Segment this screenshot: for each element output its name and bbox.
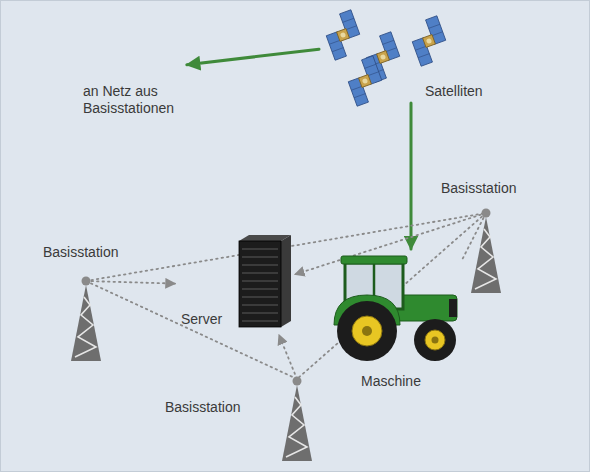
tractor	[334, 256, 457, 361]
base-station: Basisstation	[39, 241, 137, 281]
signal-arrow	[410, 103, 413, 249]
node-label: Satelliten	[425, 83, 483, 100]
server-node: Server	[177, 231, 293, 333]
antenna-tower	[71, 277, 101, 362]
satellite-node: Satelliten	[319, 9, 497, 103]
radio-link	[86, 281, 175, 284]
node-label: an Netz aus Basisstationen	[83, 83, 191, 117]
node-label: Maschine	[361, 373, 421, 390]
server-rack	[239, 235, 291, 327]
signal-arrow	[187, 49, 319, 65]
destination-label: an Netz aus Basisstationen	[79, 65, 199, 120]
satellite	[326, 10, 359, 60]
machine-node: Maschine	[327, 251, 461, 393]
radio-link	[297, 213, 486, 379]
antenna-tower	[471, 209, 501, 294]
node-label: Basisstation	[441, 180, 516, 197]
satellite	[412, 16, 445, 66]
satellite	[348, 56, 381, 106]
base-station: Basisstation	[163, 379, 301, 419]
node-label: Basisstation	[43, 244, 118, 261]
node-label: Server	[181, 311, 222, 328]
antenna-tower	[282, 377, 312, 462]
base-station: Basisstation	[437, 179, 535, 213]
node-label: Basisstation	[165, 399, 240, 416]
